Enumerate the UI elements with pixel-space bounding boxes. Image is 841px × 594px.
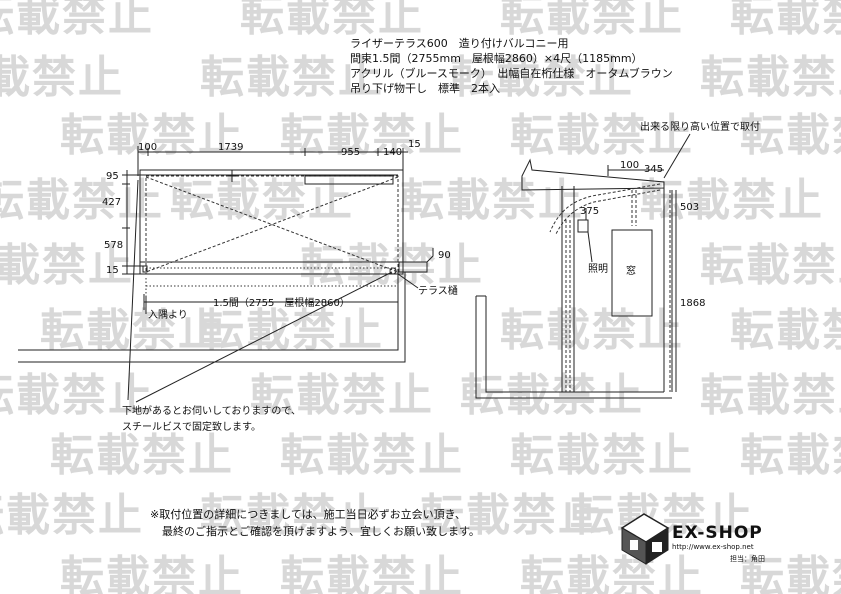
watermark: 転載禁止 — [730, 0, 841, 41]
watermark: 転載禁止 — [740, 110, 841, 161]
side-view: 出来る限り高い位置で取付 100 345 503 1868 375 照明 — [475, 120, 760, 399]
watermark: 転載禁止 — [510, 110, 694, 161]
anchor-note-1: 下地があるとお伺いしておりますので、 — [122, 404, 301, 417]
watermark: 転載禁止 — [510, 430, 694, 481]
side-dim-2: 345 — [644, 164, 663, 175]
plan-width-label: 1.5間（2755 屋根幅2860） — [213, 296, 350, 309]
watermark: 転載禁止 — [0, 175, 164, 226]
watermark: 転載禁止 — [250, 370, 434, 421]
spec-line-2: 間束1.5間（2755mm 屋根幅2860）×4尺（1185mm） — [350, 51, 643, 65]
logo-staff: 担当：角田 — [730, 554, 765, 563]
spec-line-1: ライザーテラス600 造り付けバルコニー用 — [350, 36, 569, 50]
watermark: 転載禁止 — [300, 240, 484, 291]
watermark: 転載禁止 — [50, 430, 234, 481]
watermark: 転載禁止 — [640, 175, 824, 226]
watermark: 転載禁止 — [500, 305, 684, 356]
watermark: 転載禁止 — [740, 430, 841, 481]
watermark: 転載禁止 — [280, 552, 464, 594]
side-dim-4: 375 — [580, 206, 599, 217]
wall-base — [18, 272, 399, 351]
side-dim-3: 503 — [680, 202, 699, 213]
watermark: 転載禁止 — [0, 490, 144, 541]
watermark: 転載禁止 — [400, 175, 584, 226]
light-fixture — [577, 219, 589, 233]
watermark: 転載禁止 — [60, 110, 244, 161]
balcony-parapet — [485, 296, 664, 393]
side-top-note: 出来る限り高い位置で取付 — [640, 120, 760, 133]
watermark: 転載禁止 — [200, 305, 384, 356]
footer-notes: ※取付位置の詳細につきましては、施工当日必ずお立会い頂き、 最終のご指示とご確認… — [150, 507, 480, 538]
product-spec-header: ライザーテラス600 造り付けバルコニー用 間束1.5間（2755mm 屋根幅2… — [350, 36, 673, 95]
watermark: 転載禁止 — [170, 175, 354, 226]
plan-view: 100 1739 955 140 15 90 95 427 578 — [18, 139, 458, 433]
plan-dim-top-3: 955 — [341, 147, 360, 158]
watermark: 転載禁止 — [500, 0, 684, 41]
gutter-strip — [139, 261, 404, 275]
watermark: 転載禁止 — [200, 52, 384, 103]
plan-dim-top-2: 1739 — [218, 142, 243, 153]
watermark: 転載禁止 — [200, 490, 384, 541]
spec-line-3: アクリル（ブルースモーク） 出幅自在桁仕様 オータムブラウン — [350, 66, 673, 80]
watermark: 転載禁止 — [0, 240, 134, 291]
plan-dim-top-1: 100 — [138, 142, 157, 153]
watermark: 転載禁止 — [460, 370, 644, 421]
watermark: 転載禁止 — [730, 305, 841, 356]
ex-shop-logo: EX-SHOP http://www.ex-shop.net 担当：角田 — [620, 513, 765, 565]
side-dim-5: 1868 — [680, 298, 705, 309]
watermark: 転載禁止 — [60, 552, 244, 594]
watermark: 転載禁止 — [700, 240, 841, 291]
footer-note-2: 最終のご指示とご確認を頂けますよう、宜しくお願い致します。 — [162, 524, 480, 538]
watermark: 転載禁止 — [520, 552, 704, 594]
watermark: 転載禁止 — [740, 552, 841, 594]
watermark: 転載禁止 — [280, 430, 464, 481]
plan-dim-left-3: 578 — [104, 240, 123, 251]
corner-label: 入隅より — [148, 309, 188, 321]
anchor-note-2: スチールビスで固定致します。 — [122, 420, 261, 433]
logo-url: http://www.ex-shop.net — [672, 543, 754, 551]
anchor-leader-1 — [127, 179, 139, 401]
watermark: 転載禁止 — [0, 370, 154, 421]
watermark: 転載禁止 — [450, 52, 634, 103]
light-label: 照明 — [588, 263, 608, 275]
plan-dim-top-5: 15 — [408, 139, 421, 150]
cube-icon — [620, 513, 670, 565]
gutter-label: テラス樋 — [418, 284, 458, 297]
watermark: 転載禁止 — [420, 490, 604, 541]
gutter-outlet — [398, 261, 428, 273]
logo-name: EX-SHOP — [672, 523, 763, 543]
side-dim-1: 100 — [620, 160, 639, 171]
plan-dim-top-4: 140 — [383, 147, 402, 158]
gutter-drain — [389, 267, 397, 275]
plan-dim-left-4: 15 — [106, 265, 119, 276]
watermark: 転載禁止 — [280, 110, 464, 161]
spec-line-4: 吊り下げ物干し 標準 2本入 — [350, 81, 500, 95]
watermark: 転載禁止 — [240, 0, 424, 41]
plan-dim-left-1: 95 — [106, 171, 119, 182]
watermark: 転載禁止 — [700, 52, 841, 103]
watermark: 転載禁止 — [0, 52, 124, 103]
watermark: 転載禁止 — [0, 0, 154, 41]
watermark: 転載禁止 — [700, 370, 841, 421]
window-label: 窓 — [626, 264, 636, 277]
plan-dim-left-2: 427 — [102, 197, 121, 208]
footer-note-1: ※取付位置の詳細につきましては、施工当日必ずお立会い頂き、 — [150, 507, 466, 521]
plan-dim-right: 90 — [438, 250, 451, 261]
anchor-leader-2 — [135, 271, 393, 403]
window — [611, 229, 653, 317]
